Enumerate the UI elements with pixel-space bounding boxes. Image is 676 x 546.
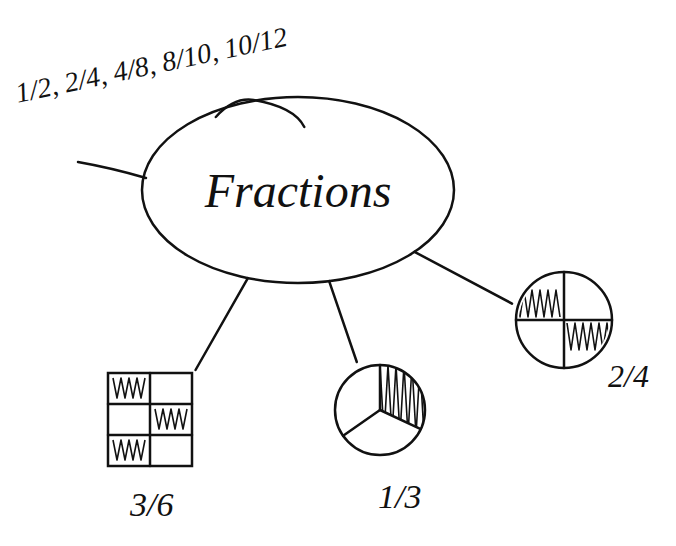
leader-line [78,162,146,178]
fraction-label: 2/4 [608,358,649,395]
branch-line [329,281,357,362]
fraction-circle: 2/4 [512,270,668,420]
fraction-label: 1/3 [378,478,421,516]
fraction-grid: 3/6 [100,370,200,530]
fraction-circle: 1/3 [330,362,440,527]
fraction-label: 3/6 [130,486,173,524]
fraction-list: 1/2, 2/4, 4/8, 8/10, 10/12 [13,21,291,110]
topic-title: Fractions [205,163,392,218]
topic-ellipse: Fractions [140,95,456,285]
branch-line [415,252,512,304]
pie4-outline [512,270,668,420]
branch-line [196,278,248,370]
